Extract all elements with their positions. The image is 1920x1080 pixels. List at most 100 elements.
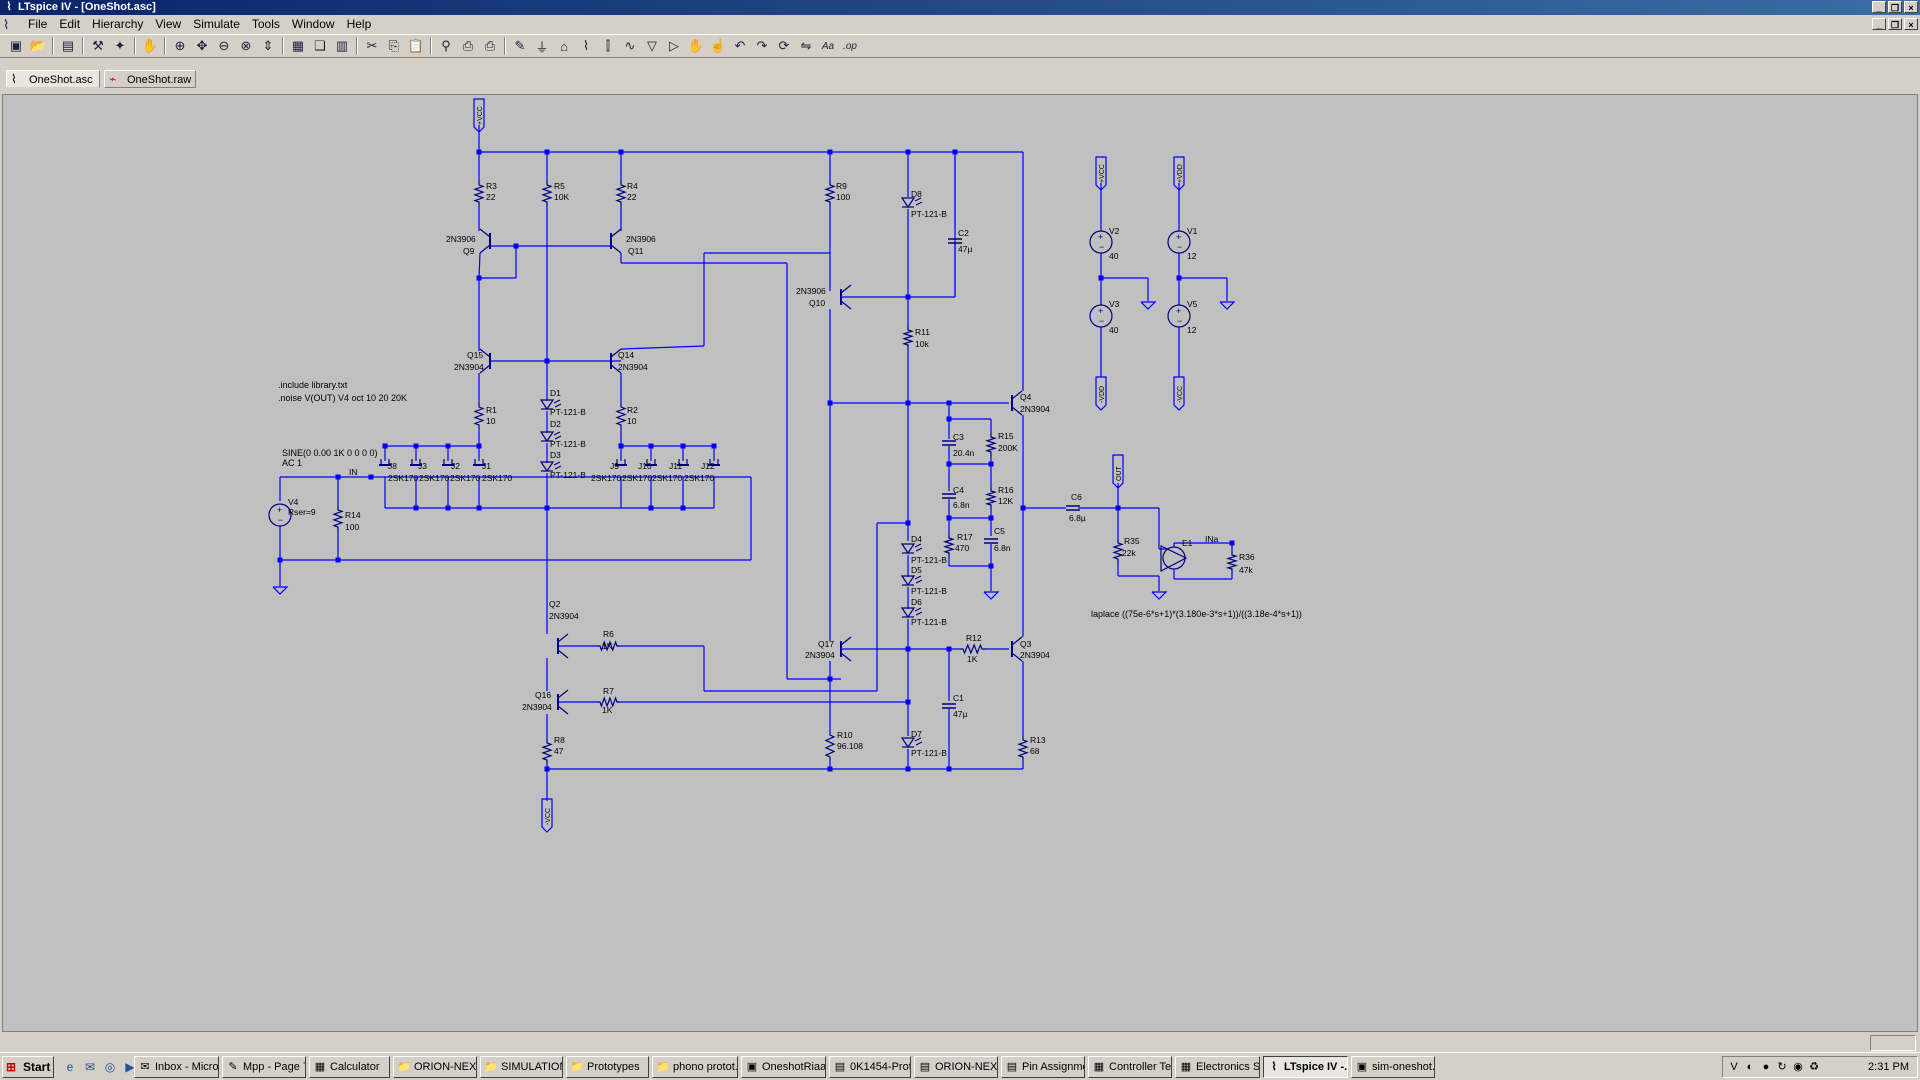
new-schematic-icon[interactable]: ▣ [9,38,23,53]
toolbar-separator [52,37,54,55]
spice-directive-icon[interactable]: .op [843,40,857,52]
junction-dot [445,505,451,511]
taskbar-button[interactable]: ▤ORION-NEXU... [914,1056,998,1078]
component-label: PT-121-B [911,209,947,219]
media-icon[interactable]: ▶ [125,1060,135,1074]
component-label: PT-121-B [911,748,947,758]
maximize-button[interactable]: ❐ [1888,1,1902,13]
redo-icon[interactable]: ↷ [756,38,768,53]
resistor-icon[interactable]: ⌇ [582,38,590,53]
doc-restore-button[interactable]: ❐ [1888,18,1902,30]
taskbar-button[interactable]: ▦Electronics S... [1175,1056,1260,1078]
zoom-out-icon[interactable]: ⊖ [218,38,230,53]
taskbar-button[interactable]: ▤Pin Assignme... [1001,1056,1085,1078]
print-preview-icon[interactable]: ⎙ [462,38,474,53]
tray-icon-v[interactable]: V [1730,1061,1738,1073]
component-label: R13 [1030,735,1046,745]
taskbar-button[interactable]: ▦Calculator [309,1056,390,1078]
tile-icon[interactable]: ▦ [291,38,305,53]
tray-icon-update[interactable]: ♻ [1809,1061,1819,1073]
junction-dot [368,474,374,480]
browser-icon[interactable]: ◎ [104,1060,116,1074]
diode-icon[interactable]: ▽ [647,38,657,53]
resistor-symbol [596,640,621,652]
taskbar: ⊞ Start e ✉ ◎ ▶ ✉Inbox - Micro...✎Mpp - … [0,1052,1920,1080]
menu-tools[interactable]: Tools [251,17,280,31]
undo-icon[interactable]: ↶ [734,38,746,53]
task-label: SIMULATION [501,1061,563,1073]
tab-oneshot-asc[interactable]: ⌇ OneShot.asc [6,70,100,88]
ground-icon[interactable]: ⏚ [535,39,549,55]
close-button[interactable]: × [1904,1,1918,13]
minimize-button[interactable]: _ [1872,1,1886,13]
label-net-icon[interactable]: ⌂ [560,38,568,54]
mirror-icon[interactable]: ⇋ [800,38,812,53]
pan-icon[interactable]: ✥ [196,38,208,53]
component-label: 96.108 [837,741,863,751]
control-panel-icon[interactable]: ⚒ [92,38,104,53]
component-label: 2SK170 [591,473,622,483]
tray-icon-shield[interactable]: ◐ [1746,1061,1754,1073]
wire-icon[interactable]: ✎ [514,38,526,53]
tray-icon-status[interactable]: ◉ [1793,1061,1803,1073]
rotate-icon[interactable]: ⟳ [778,38,790,53]
drag-icon[interactable]: ☝ [709,38,727,53]
move-icon[interactable]: ✋ [687,38,705,53]
print-icon[interactable]: ⎙ [484,38,496,53]
component-label: 68 [1030,746,1040,756]
outlook-icon[interactable]: ✉ [84,1060,96,1074]
cut-icon[interactable]: ✂ [366,38,378,53]
taskbar-button[interactable]: 📁phono protot... [652,1056,738,1078]
taskbar-button[interactable]: ▣sim-oneshot.... [1351,1056,1435,1078]
doc-close-button[interactable]: × [1904,18,1918,30]
doc-minimize-button[interactable]: _ [1872,18,1886,30]
taskbar-button[interactable]: ▦Controller Te... [1088,1056,1172,1078]
junction-dot [648,505,654,511]
ie-icon[interactable]: e [66,1060,74,1074]
taskbar-button[interactable]: ✉Inbox - Micro... [134,1056,219,1078]
zoom-in-icon[interactable]: ⊕ [174,38,186,53]
menu-file[interactable]: File [28,17,48,31]
menu-edit[interactable]: Edit [59,17,81,31]
paste-icon[interactable]: 📋 [407,38,425,53]
tile-horizontal-icon[interactable]: ▥ [335,38,349,53]
schematic-canvas[interactable]: +VCC-VCC+−OUT+VCC+−+−-VDD+VDD+−+−-VCC.in… [2,94,1918,1032]
inductor-icon[interactable]: ∿ [624,38,636,53]
text-icon[interactable]: Aa [821,40,835,52]
component-icon[interactable]: ▷ [669,38,679,53]
run-icon[interactable]: ✦ [114,38,126,53]
zoom-fit-icon[interactable]: ⊗ [240,38,252,53]
tray-icon-sync[interactable]: ↻ [1777,1061,1787,1073]
taskbar-button[interactable]: ⌇LTspice IV -... [1263,1056,1348,1078]
tab-oneshot-raw[interactable]: ⌁ OneShot.raw [104,70,196,88]
taskbar-button[interactable]: 📁ORION-NEXUS [393,1056,477,1078]
autorange-icon[interactable]: ⇕ [262,38,274,53]
start-button[interactable]: ⊞ Start [2,1056,54,1078]
copy-icon[interactable]: ⎘ [388,38,400,53]
taskbar-button[interactable]: 📁SIMULATION [480,1056,563,1078]
menu-window[interactable]: Window [291,17,335,31]
taskbar-button[interactable]: 📁Prototypes [566,1056,649,1078]
schematic-drawing[interactable]: +VCC-VCC+−OUT+VCC+−+−-VDD+VDD+−+−-VCC.in… [3,95,1917,1031]
capacitor-icon[interactable]: ⫿ [605,38,611,53]
tray-icon-network[interactable]: ● [1762,1061,1770,1073]
taskbar-button[interactable]: ▣OneshotRiaa... [741,1056,826,1078]
cascade-icon[interactable]: ❏ [314,38,326,53]
save-icon[interactable]: ▤ [61,38,75,53]
menu-help[interactable]: Help [346,17,372,31]
task-app-icon: ▦ [1180,1061,1192,1073]
taskbar-button[interactable]: ▤0K1454-Prot... [829,1056,911,1078]
taskbar-button[interactable]: ✎Mpp - Page 7... [222,1056,306,1078]
menu-view[interactable]: View [155,17,182,31]
task-app-icon: ✎ [228,1061,238,1073]
diode-arrows [914,543,923,552]
menu-simulate[interactable]: Simulate [193,17,240,31]
halt-icon[interactable]: ✋ [141,38,159,53]
find-icon[interactable]: ⚲ [441,38,451,53]
menu-hierarchy[interactable]: Hierarchy [92,17,144,31]
document-icon[interactable]: ⌇ [3,17,10,32]
open-icon[interactable]: 📂 [29,38,47,53]
ltspice-app-icon[interactable]: ⌇ [6,1,12,13]
toolbar-separator [82,37,84,55]
transistor-lead [1011,390,1023,400]
